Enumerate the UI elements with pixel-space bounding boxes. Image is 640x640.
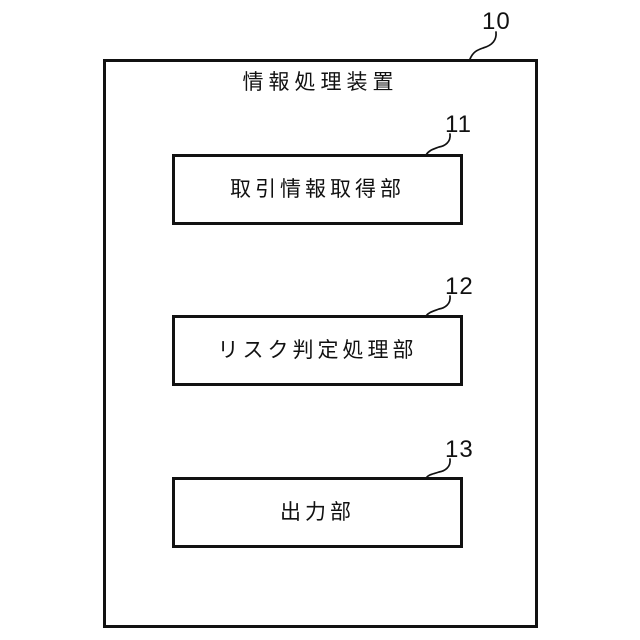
block-transaction-info-acquisition: 取引情報取得部 [172, 154, 463, 225]
ref-label-10: 10 [482, 8, 511, 35]
ref-label-12: 12 [445, 273, 474, 300]
device-box: 情報処理装置 [103, 59, 538, 628]
block-label: 取引情報取得部 [230, 177, 405, 201]
block-risk-determination-processing: リスク判定処理部 [172, 315, 463, 386]
block-label: 出力部 [280, 500, 355, 524]
leader-line-10 [469, 31, 497, 60]
ref-label-13: 13 [445, 436, 474, 463]
device-title: 情報処理装置 [242, 71, 399, 94]
block-label: リスク判定処理部 [217, 338, 418, 362]
ref-label-11: 11 [445, 111, 472, 138]
block-output: 出力部 [172, 477, 463, 548]
